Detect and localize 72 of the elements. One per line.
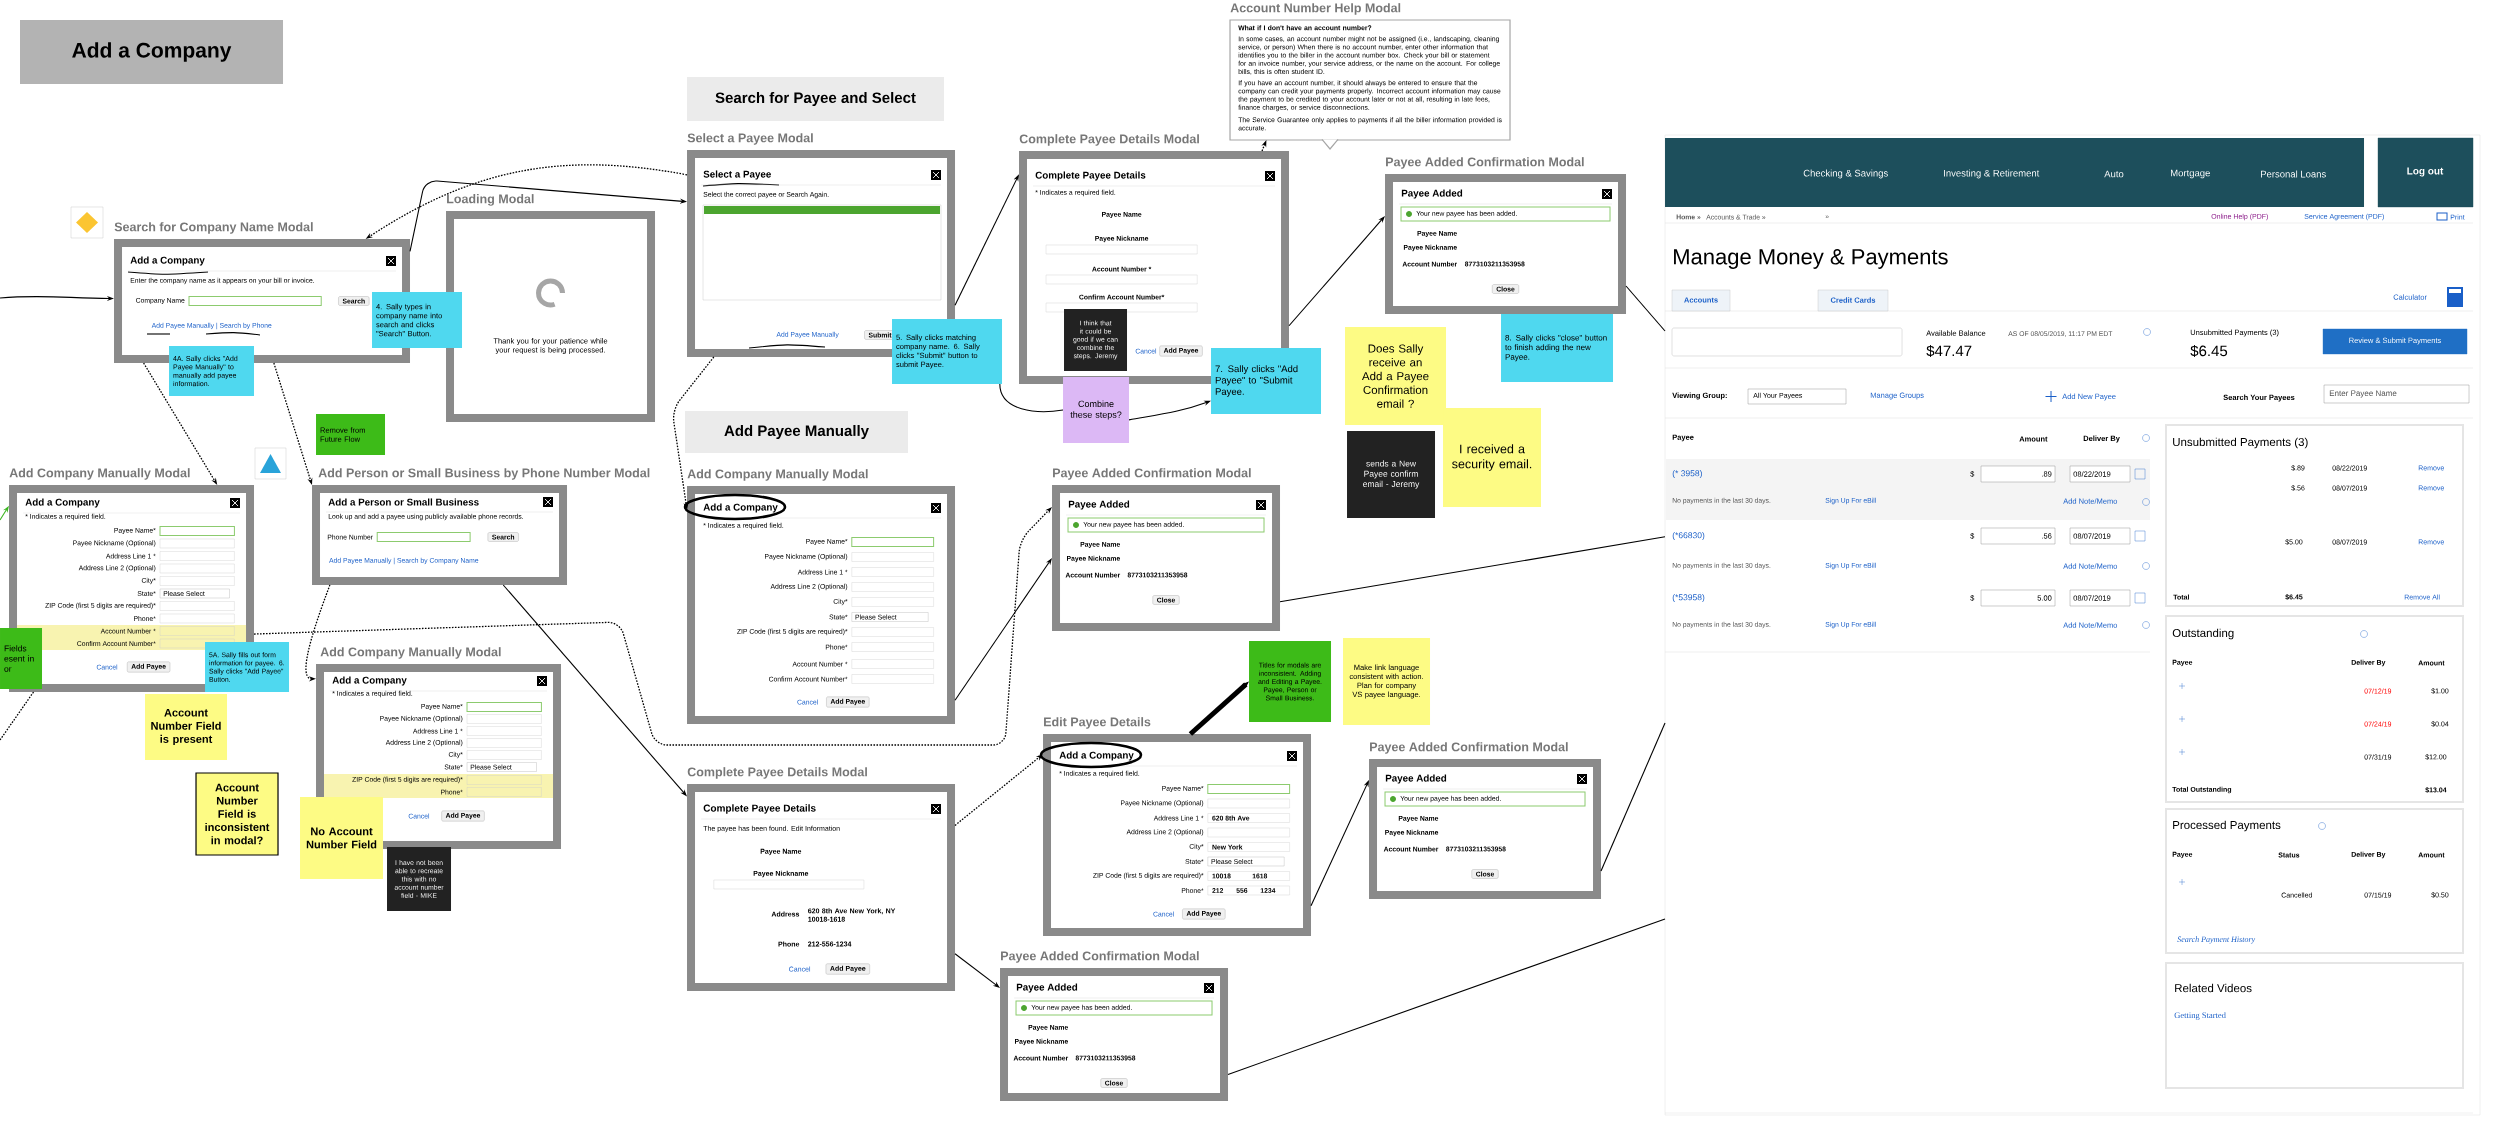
dialog-title: Add a Company xyxy=(25,498,100,508)
modal-caption: Payee Added Confirmation Modal xyxy=(1370,742,1568,754)
connector-line xyxy=(1600,722,1666,872)
dialog-title: Payee Added xyxy=(1016,983,1078,993)
connector-line xyxy=(1279,536,1666,603)
panel-heading: Unsubmitted Payments (3) xyxy=(2173,437,2308,449)
section-heading: Add a Company xyxy=(20,20,283,84)
arrow xyxy=(1128,400,1211,421)
dialog-title: Select a Payee xyxy=(703,170,771,180)
dialog-title: Complete Payee Details xyxy=(703,804,816,814)
sticky-note: Does Sally receive an Add a Payee Confirmation email ? xyxy=(1345,327,1446,425)
connector-line xyxy=(1227,918,1666,1075)
menu-item: Personal Loans xyxy=(2261,170,2326,178)
sticky-note: Account Number Field is inconsistent in modal? xyxy=(195,772,279,856)
balance-amount: $6.45 xyxy=(2190,344,2228,358)
dialog-title: Add a Company xyxy=(332,676,407,686)
page-title: Manage Money & Payments xyxy=(1674,249,1948,269)
modal-caption: Payee Added Confirmation Modal xyxy=(1001,951,1199,963)
modal-caption: Complete Payee Details Modal xyxy=(1019,134,1199,146)
dialog-title: Add a Company xyxy=(703,503,778,513)
arrow xyxy=(954,953,1000,988)
sticky-note: sends a New Payee confirm email - Jeremy xyxy=(1347,431,1435,518)
panel-heading: Related Videos xyxy=(2175,983,2252,993)
menu-item: Checking & Savings xyxy=(1803,169,1888,179)
connector-line xyxy=(999,383,1064,413)
modal-caption: Account Number Help Modal xyxy=(1230,3,1401,15)
modal-caption: Search for Company Name Modal xyxy=(114,222,313,234)
dialog-title: Payee Added xyxy=(1068,500,1130,510)
sticky-note: 8. Sally clicks "close" button to finish adding the new Payee. xyxy=(1501,314,1613,382)
dialog-title: Add a Company xyxy=(1059,751,1134,761)
menu-item: Investing & Retirement xyxy=(1944,169,2040,179)
section-heading: Add Payee Manually xyxy=(685,411,908,453)
section-heading: Search for Payee and Select xyxy=(687,77,944,121)
dialog-title: Add a Person or Small Business xyxy=(328,498,479,506)
link: Search Payment History xyxy=(2177,936,2256,944)
sticky-note: Combine these steps? xyxy=(1063,377,1129,443)
sticky-note: I received a security email. xyxy=(1443,408,1541,507)
sticky-note: No Account Number Field xyxy=(300,797,383,879)
modal-caption: Add Company Manually Modal xyxy=(687,469,868,481)
modal-caption: Add Company Manually Modal xyxy=(320,647,501,659)
account-number: (*66830) xyxy=(1672,532,1705,540)
search-field: Enter Payee Name xyxy=(2323,384,2470,404)
sticky-note: 7. Sally clicks "Add Payee" to "Submit Payee. xyxy=(1211,348,1321,414)
modal-caption: Payee Added Confirmation Modal xyxy=(1053,468,1251,480)
menu-item: Mortgage xyxy=(2171,169,2210,179)
sticky-note: Fields esent in or xyxy=(0,628,42,689)
modal-caption: Add Person or Small Business by Phone Number Modal xyxy=(318,468,650,480)
menu-item: Auto xyxy=(2104,170,2124,178)
modal-caption: Select a Payee Modal xyxy=(687,133,813,145)
sticky-note: Account Number Field is present xyxy=(145,694,227,760)
dialog-title: Add a Company xyxy=(130,256,205,266)
modal-caption: Loading Modal xyxy=(447,194,534,206)
account-number: (* 3958) xyxy=(1672,470,1702,478)
arrow xyxy=(1310,780,1369,907)
balance-amount: $47.47 xyxy=(1926,344,1972,358)
modal-caption: Complete Payee Details Modal xyxy=(687,767,867,779)
arrow xyxy=(1288,216,1385,327)
panel-heading: Processed Payments xyxy=(2173,820,2281,832)
modal-caption: Add Company Manually Modal xyxy=(9,468,190,480)
modal-caption: Payee Added Confirmation Modal xyxy=(1386,157,1584,169)
dialog-title: Complete Payee Details xyxy=(1035,171,1146,181)
logout-button: Log out xyxy=(2377,137,2474,208)
dialog-title: Payee Added xyxy=(1401,189,1463,199)
modal-caption: Edit Payee Details xyxy=(1044,717,1151,729)
dialog-title: Payee Added xyxy=(1385,774,1447,784)
connector-line xyxy=(0,691,35,741)
link: Getting Started xyxy=(2174,1012,2226,1020)
account-number: (*53958) xyxy=(1672,594,1705,602)
panel-heading: Outstanding xyxy=(2172,628,2234,640)
arrow xyxy=(954,558,1052,701)
arrow xyxy=(954,754,1043,827)
connector-line xyxy=(1625,285,1666,332)
